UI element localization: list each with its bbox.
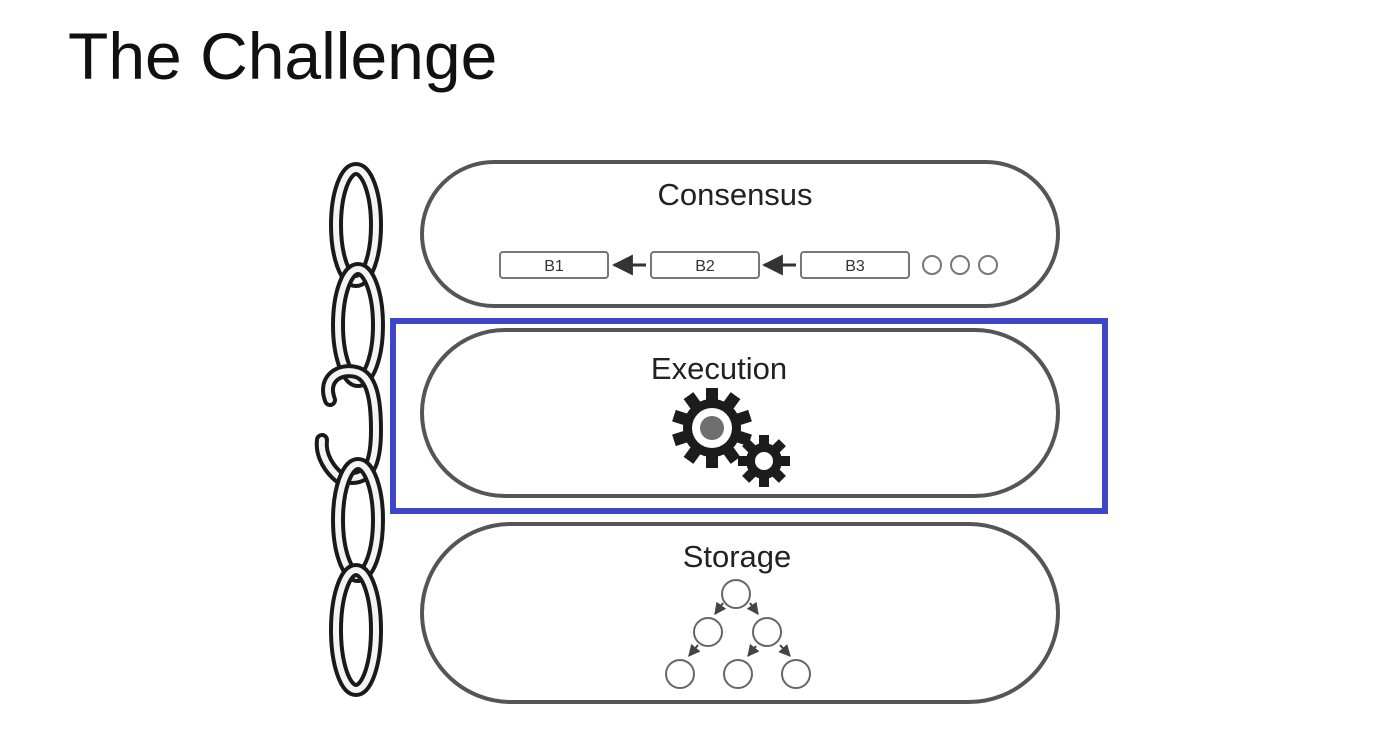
storage-pill <box>420 522 1060 704</box>
small-gear-icon <box>738 435 790 487</box>
ellipsis-dot <box>922 255 942 275</box>
block-chain-icon: B1 B2 B3 <box>499 251 998 279</box>
execution-highlight-box <box>390 318 1108 514</box>
execution-layer: Execution <box>420 328 1060 498</box>
storage-label: Storage <box>683 539 792 574</box>
consensus-label: Consensus <box>657 177 812 212</box>
tree-node <box>693 617 723 647</box>
execution-label: Execution <box>651 351 787 386</box>
ellipsis-dot <box>978 255 998 275</box>
block-b2 <box>650 251 760 279</box>
ellipsis-dot <box>950 255 970 275</box>
block-b1 <box>499 251 609 279</box>
gears-icon <box>672 388 790 487</box>
block-b1-label: B1 <box>544 258 564 275</box>
broken-chain-icon <box>314 162 385 697</box>
tree-node <box>721 579 751 609</box>
tree-icon <box>665 579 811 689</box>
tree-node <box>752 617 782 647</box>
slide-title: The Challenge <box>68 19 498 93</box>
block-b3 <box>800 251 910 279</box>
block-b2-label: B2 <box>695 258 715 275</box>
consensus-layer: Consensus B1 B2 B3 <box>420 160 1060 308</box>
tree-node <box>665 659 695 689</box>
tree-node <box>723 659 753 689</box>
block-b3-label: B3 <box>845 258 865 275</box>
tree-node <box>781 659 811 689</box>
storage-layer: Storage <box>420 522 1060 704</box>
